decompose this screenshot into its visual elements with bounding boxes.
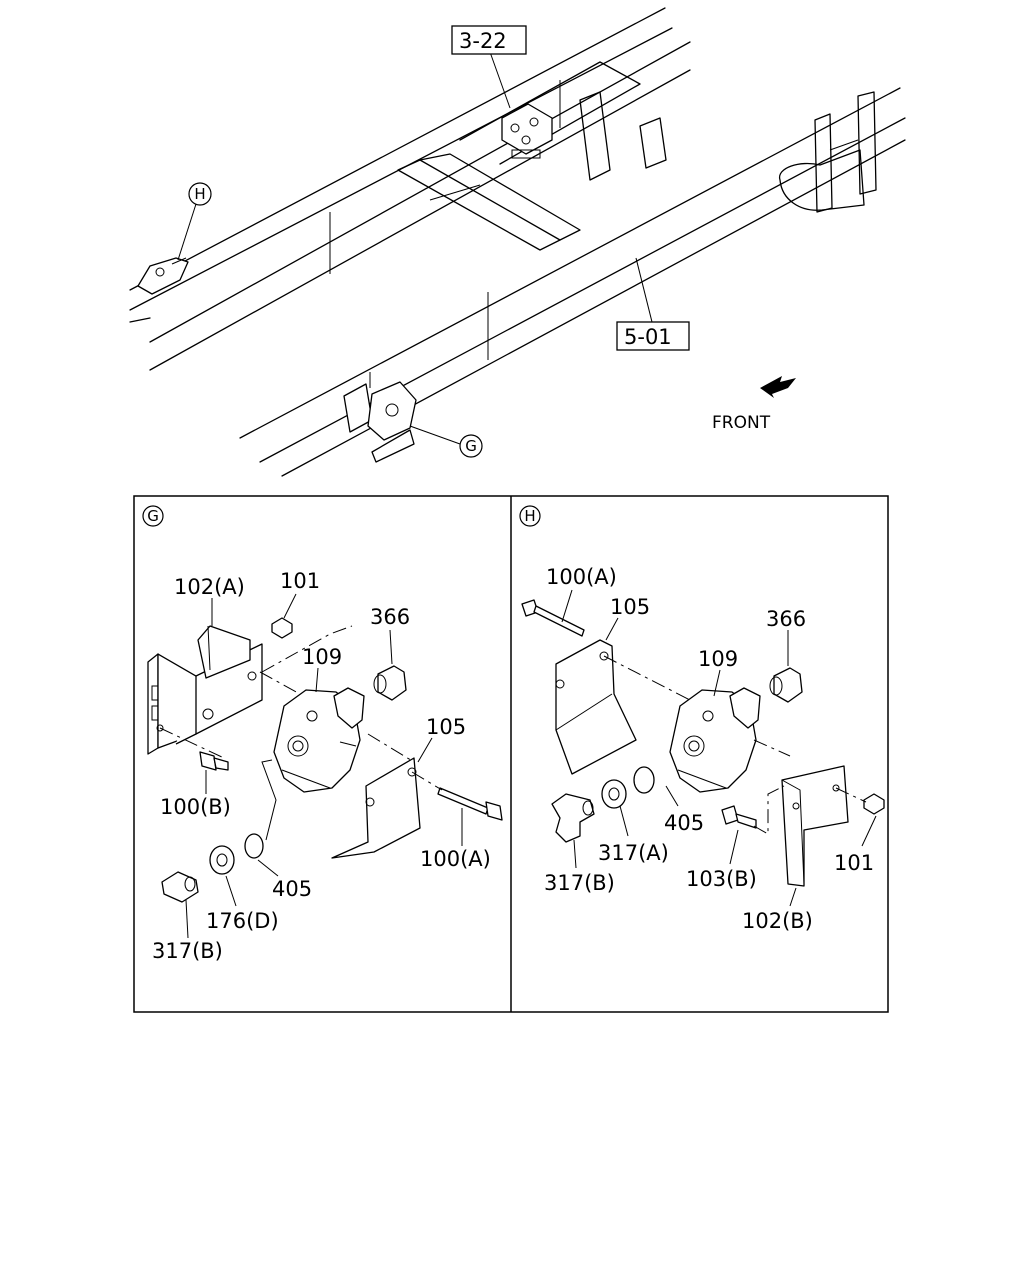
panel-h: H [519,505,885,933]
callout-h-letter[interactable]: H [194,185,205,203]
label-g-100b[interactable]: 100(B) [160,795,231,819]
callout-g-circle[interactable] [459,434,483,458]
panel-h-marker-circle [519,505,541,527]
shield-105-h[interactable] [555,639,637,775]
label-h-317b[interactable]: 317(B) [544,871,615,895]
ref-box-5-01[interactable] [616,321,690,351]
label-g-405[interactable]: 405 [272,877,312,901]
washer-317a-h[interactable] [601,779,627,809]
label-g-109[interactable]: 109 [302,645,342,669]
label-g-317b[interactable]: 317(B) [152,939,223,963]
label-h-317a[interactable]: 317(A) [598,841,669,865]
fitting-366-g[interactable] [373,665,407,701]
ref-box-3-22[interactable] [451,25,527,55]
bracket-102a[interactable] [147,625,263,755]
leader-h [177,203,197,261]
label-h-109[interactable]: 109 [698,647,738,671]
nut-101-h[interactable] [863,793,885,815]
panel-h-marker: H [524,507,535,525]
valve-location-h [137,257,189,295]
label-g-102a[interactable]: 102(A) [174,575,245,599]
bolt-100a-g[interactable] [437,787,503,821]
label-h-105[interactable]: 105 [610,595,650,619]
callout-g-letter[interactable]: G [465,437,477,455]
valve-location-g [343,372,417,463]
ref-label-3-22[interactable]: 3-22 [459,29,507,53]
bolt-100a-h[interactable] [521,599,585,637]
leader-3-22 [489,51,511,109]
oring-405-h[interactable] [633,766,655,794]
leader-5-01 [635,257,653,323]
washer-176d[interactable] [209,845,235,875]
label-h-100a[interactable]: 100(A) [546,565,617,589]
valve-assembly-top [501,103,553,159]
valve-109-h[interactable] [669,687,761,793]
callout-h-circle[interactable] [188,182,212,206]
label-g-176d[interactable]: 176(D) [206,909,279,933]
chassis-frame [129,7,906,477]
label-h-101[interactable]: 101 [834,851,874,875]
label-g-101[interactable]: 101 [280,569,320,593]
front-label: FRONT [712,413,771,433]
leader-g [409,425,461,445]
label-g-105[interactable]: 105 [426,715,466,739]
shield-105-g[interactable] [331,757,421,859]
label-h-103b[interactable]: 103(B) [686,867,757,891]
panel-g: G [142,505,503,963]
label-h-366[interactable]: 366 [766,607,806,631]
connector-317b-g[interactable] [161,871,199,903]
oring-405-g[interactable] [244,833,264,859]
bolt-100b[interactable] [199,751,229,771]
ref-label-5-01[interactable]: 5-01 [624,325,672,349]
fitting-366-h[interactable] [769,667,803,703]
label-h-102b[interactable]: 102(B) [742,909,813,933]
panel-g-marker-circle [142,505,164,527]
label-h-405[interactable]: 405 [664,811,704,835]
panel-g-marker: G [147,507,159,525]
nut-101[interactable] [271,617,293,639]
label-g-366[interactable]: 366 [370,605,410,629]
front-arrow-icon [760,376,796,398]
elbow-317b-h[interactable] [551,793,595,843]
bracket-102b[interactable] [781,765,849,887]
bolt-103b[interactable] [721,805,757,829]
valve-109-g[interactable] [273,687,365,793]
label-g-100a[interactable]: 100(A) [420,847,491,871]
